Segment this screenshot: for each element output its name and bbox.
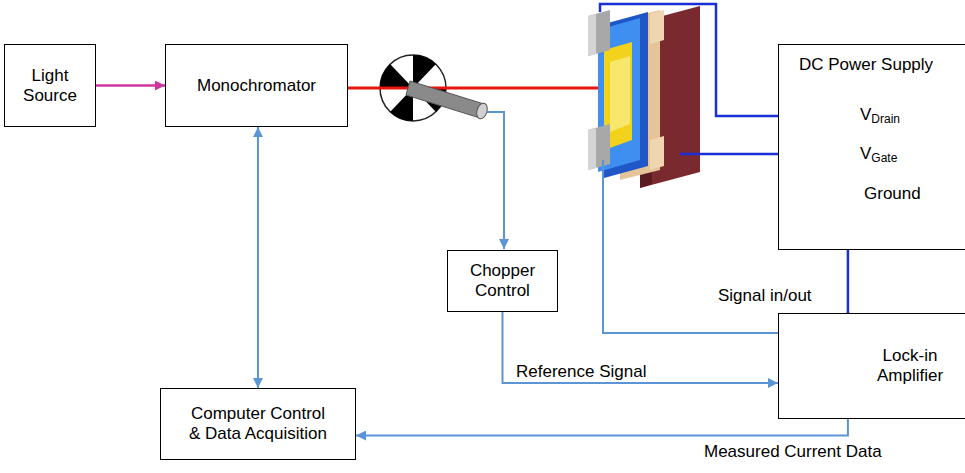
terminal-label: Ground (862, 184, 923, 204)
block-label: Lock-in Amplifier (865, 346, 955, 386)
terminal-label: VGate (858, 144, 899, 164)
connector-label: Measured Current Data (702, 442, 884, 462)
signal-connector (96, 84, 165, 87)
block-box: Light Source (4, 44, 96, 127)
block-label: Light Source (14, 66, 86, 106)
block-box: Monochromator (165, 44, 348, 127)
block-label: Monochromator (197, 76, 316, 96)
block-box: Chopper Control (447, 250, 558, 312)
block-label: Chopper Control (462, 261, 544, 301)
block-label: DC Power Supply (799, 55, 933, 75)
signal-connector (257, 127, 259, 388)
signal-wire (603, 160, 791, 333)
signal-connector (503, 312, 779, 383)
connector-label: Reference Signal (514, 362, 648, 382)
light-beam (348, 87, 618, 90)
block-box: Lock-in Amplifier (778, 313, 965, 419)
block-box: Computer Control & Data Acquisition (160, 388, 356, 460)
signal-connector (356, 419, 848, 436)
phototransistor-device (588, 6, 700, 188)
terminal-label: VDrain (858, 105, 902, 125)
chopper-wire (487, 112, 504, 249)
signal-label: Signal in/out (716, 286, 814, 306)
signal-connector (847, 250, 850, 313)
chopper-shaft (406, 81, 489, 120)
block-label: Computer Control & Data Acquisition (188, 404, 328, 444)
